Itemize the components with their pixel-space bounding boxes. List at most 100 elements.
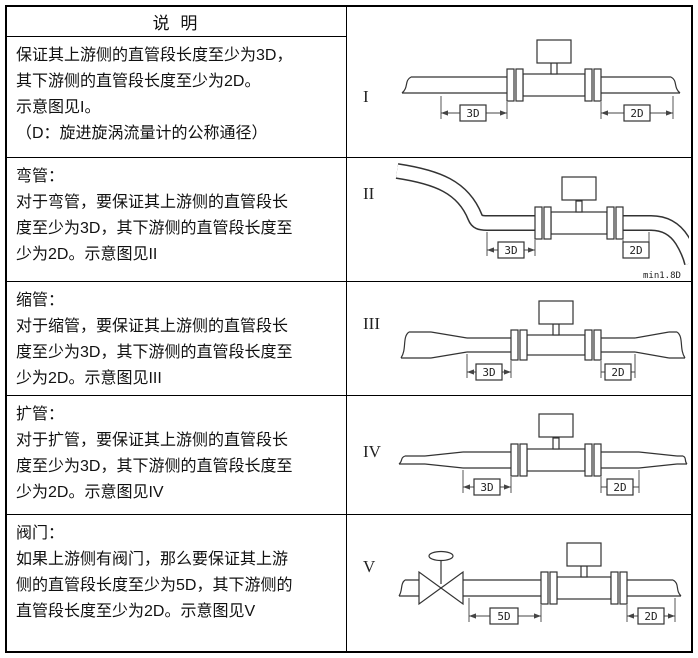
flange [593, 68, 602, 102]
flange [510, 328, 519, 361]
svg-text:5D: 5D [497, 610, 510, 623]
flowmeter [534, 176, 624, 240]
text-line: 保证其上游侧的直管段长度至少为3D， [16, 47, 293, 64]
valve-body [439, 570, 464, 606]
section-text-straight-pipe: 保证其上游侧的直管段长度至少为3D， 其下游侧的直管段长度至少为2D。 示意图见… [7, 37, 347, 158]
valve-body [418, 570, 443, 606]
section-heading: 弯管： [16, 168, 65, 185]
min-distance-note: min1.8D [643, 271, 681, 281]
table-header-cell: 说 明 [7, 7, 347, 37]
section-text-reducer-pipe: 缩管： 对于缩管，要保证其上游侧的直管段长 度至少为3D，其下游侧的直管段长度至… [7, 282, 347, 396]
display-head [566, 542, 602, 567]
dimension-upstream: 3D [486, 232, 536, 259]
flange [506, 68, 515, 102]
section-text-bend-pipe: 弯管： 对于弯管，要保证其上游侧的直管段长 度至少为3D，其下游侧的直管段长度至… [7, 158, 347, 282]
text-line: 对于缩管，要保证其上游侧的直管段长 [16, 318, 289, 335]
meter-neck [552, 322, 560, 336]
downstream-expander-pipe [601, 330, 686, 359]
svg-text:3D: 3D [482, 366, 495, 379]
upstream-reducer-pipe [400, 330, 511, 359]
text-line: 直管段长度至少为2D。示意图见V [16, 603, 256, 620]
dimension-upstream: 5D [468, 598, 542, 625]
dimension-upstream: 3D [466, 353, 512, 381]
diagram-cell-straight-pipe: I 3D 2D [347, 7, 691, 158]
meter-neck [575, 200, 583, 213]
text-line: （D：旋进旋涡流量计的公称通径） [16, 125, 268, 142]
installation-requirements-table: 说 明 保证其上游侧的直管段长度至少为3D， 其下游侧的直管段长度至少为2D。 … [5, 5, 693, 653]
diagram-numeral: V [363, 557, 376, 576]
diagram-cell-bend-pipe: II 3D 2D [347, 158, 691, 282]
dimension-upstream: 3D [462, 469, 512, 496]
meter-body [526, 447, 586, 472]
flange [610, 571, 619, 605]
upstream-pipe [401, 76, 507, 94]
svg-text:2D: 2D [644, 610, 657, 623]
diagram-numeral: II [363, 184, 375, 203]
meter-body [550, 211, 608, 235]
flange [593, 442, 602, 477]
text-line: 其下游侧的直管段长度至少为2D。 [16, 73, 261, 90]
text-line: 度至少为3D，其下游侧的直管段长度至 [16, 344, 293, 361]
diagram-numeral: III [363, 314, 380, 333]
meter-neck [552, 436, 560, 450]
text-line: 对于扩管，要保证其上游侧的直管段长 [16, 432, 289, 449]
svg-text:2D: 2D [630, 107, 643, 120]
valve [418, 550, 464, 606]
flange [593, 328, 602, 361]
meter-body [526, 333, 586, 356]
flowmeter [510, 412, 602, 477]
svg-text:2D: 2D [629, 244, 642, 257]
diagram-numeral: IV [363, 442, 381, 461]
flange [519, 442, 528, 477]
diagram-bend-pipe: 3D 2D [395, 163, 689, 281]
diagram-reducer-pipe: 3D 2D [400, 299, 686, 381]
meter-neck [580, 565, 588, 578]
text-line: 对于弯管，要保证其上游侧的直管段长 [16, 194, 289, 211]
section-heading: 阀门： [16, 525, 65, 542]
meter-neck [550, 62, 558, 75]
downstream-pipe [601, 76, 681, 94]
section-heading: 缩管： [16, 292, 65, 309]
flange [584, 442, 593, 477]
flange [543, 206, 552, 240]
svg-text:2D: 2D [611, 366, 624, 379]
downstream-pipe [627, 579, 682, 597]
downstream-reducer-pipe [601, 450, 688, 469]
display-head [561, 176, 597, 201]
flange [519, 328, 528, 361]
diagram-numeral: I [363, 87, 369, 106]
flange [534, 206, 543, 240]
display-head [538, 299, 574, 325]
flowmeter [540, 542, 628, 605]
svg-text:2D: 2D [613, 481, 626, 494]
flowmeter [510, 299, 602, 361]
dimension-downstream: 2D [600, 96, 674, 122]
meter-body [522, 73, 586, 97]
upstream-pipe [398, 579, 541, 597]
text-line: 如果上游侧有阀门，那么要保证其上游 [16, 551, 289, 568]
dimension-downstream: 2D [600, 469, 640, 496]
text-line: 少为2D。示意图见III [16, 370, 162, 387]
section-heading: 扩管： [16, 406, 65, 423]
flange [606, 206, 615, 240]
diagram-valve: 5D 2D [398, 542, 682, 625]
flange [510, 442, 519, 477]
flange [549, 571, 558, 605]
dimension-downstream: 2D [622, 232, 650, 259]
diagram-cell-expander-pipe: IV 3D 2D [347, 396, 691, 515]
flange [615, 206, 624, 240]
text-line: 度至少为3D，其下游侧的直管段长度至 [16, 458, 293, 475]
diagram-cell-reducer-pipe: III 3D 2D [347, 282, 691, 396]
diagram-expander-pipe: 3D 2D [398, 412, 688, 496]
flange [584, 328, 593, 361]
text-line: 少为2D。示意图见II [16, 246, 158, 263]
dimension-upstream: 3D [440, 96, 508, 122]
dimension-downstream: 2D [626, 598, 676, 625]
flange [515, 68, 524, 102]
text-line: 少为2D。示意图见IV [16, 484, 164, 501]
svg-text:3D: 3D [504, 244, 517, 257]
display-head [536, 39, 572, 64]
diagram-straight-pipe: 3D 2D [401, 39, 681, 122]
section-text-expander-pipe: 扩管： 对于扩管，要保证其上游侧的直管段长 度至少为3D，其下游侧的直管段长度至… [7, 396, 347, 515]
